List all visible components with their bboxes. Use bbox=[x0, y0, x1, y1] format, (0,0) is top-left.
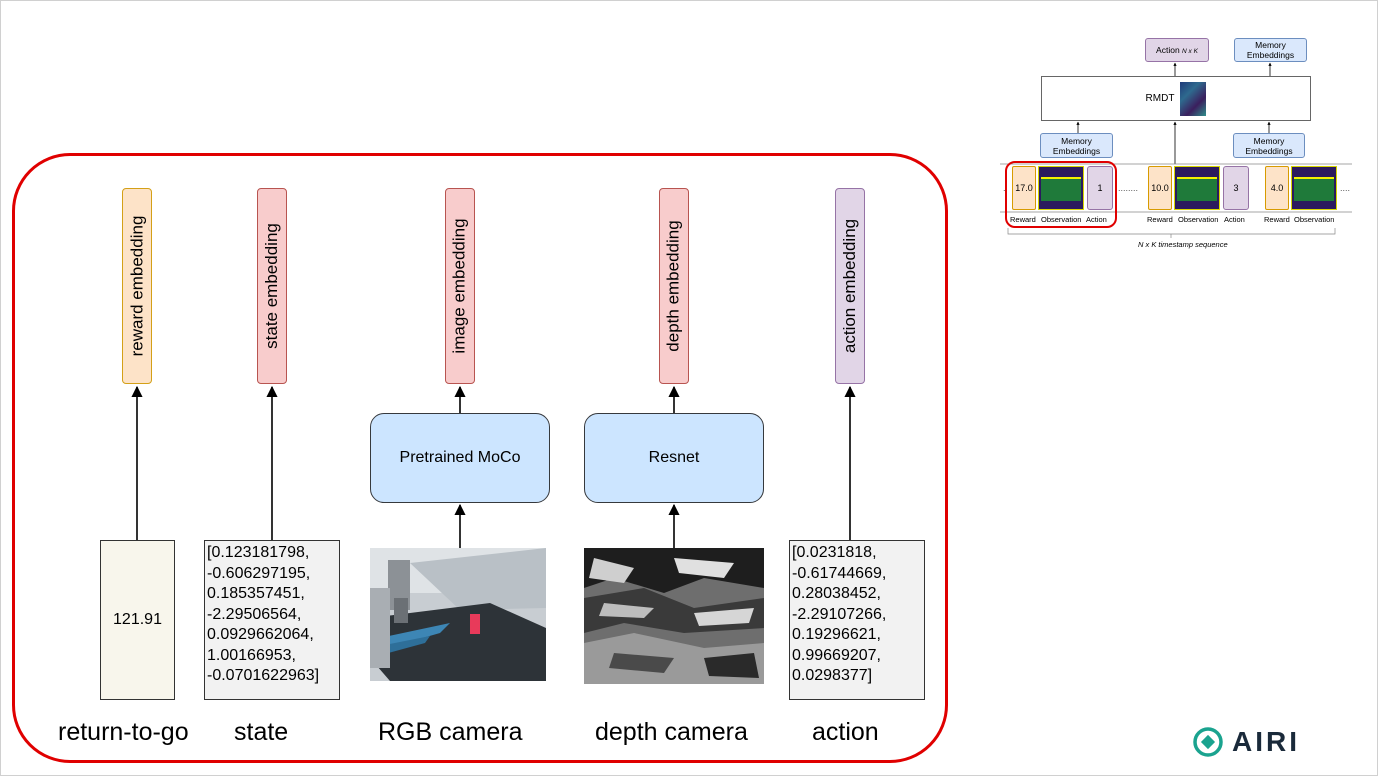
mini-action-output-sub: N x K bbox=[1182, 48, 1198, 55]
mini-token-label: Observation bbox=[1294, 215, 1335, 224]
mini-reward-token-2: 10.0 bbox=[1148, 166, 1172, 210]
mini-rmdt-block: RMDT bbox=[1041, 76, 1311, 121]
moco-encoder-box: Pretrained MoCo bbox=[370, 413, 550, 503]
svg-text:.: . bbox=[1003, 183, 1006, 193]
state-label: state bbox=[234, 718, 289, 746]
image-embedding: image embedding bbox=[445, 188, 475, 384]
mini-rmdt-heatmap-icon bbox=[1180, 81, 1207, 116]
mini-token-label: Reward bbox=[1010, 215, 1036, 224]
state-embedding-label: state embedding bbox=[262, 223, 282, 349]
mini-highlight-box bbox=[1005, 161, 1117, 228]
mini-action-token-1: 1 bbox=[1087, 166, 1113, 210]
mini-memory-output: Memory Embeddings bbox=[1234, 38, 1307, 62]
rgb-camera-label: RGB camera bbox=[378, 718, 523, 746]
reward-embedding-label: reward embedding bbox=[127, 215, 146, 357]
resnet-encoder-box: Resnet bbox=[584, 413, 764, 503]
return-to-go-value: 121.91 bbox=[113, 610, 162, 628]
mini-token-label: Reward bbox=[1264, 215, 1290, 224]
main-arrows bbox=[131, 385, 856, 548]
action-label: action bbox=[812, 718, 879, 746]
svg-text:....: .... bbox=[1340, 183, 1350, 193]
mini-sequence-label: N x K timestamp sequence bbox=[1138, 240, 1228, 249]
return-to-go-label: return-to-go bbox=[58, 718, 189, 746]
mini-action-output-label: Action bbox=[1156, 45, 1180, 55]
depth-camera-image bbox=[584, 548, 764, 684]
mini-reward-token-3: 4.0 bbox=[1265, 166, 1289, 210]
depth-camera-label: depth camera bbox=[595, 718, 748, 746]
depth-embedding-label: depth embedding bbox=[664, 220, 684, 352]
return-to-go-value-box: 121.91 bbox=[100, 540, 175, 700]
airi-logo-icon bbox=[1193, 727, 1223, 757]
mini-action-token-2: 3 bbox=[1223, 166, 1249, 210]
svg-text:........: ........ bbox=[1118, 183, 1138, 193]
airi-logo-text: AIRI bbox=[1232, 726, 1300, 757]
mini-ellipsis-dots: . ........ .... bbox=[1003, 183, 1350, 193]
mini-token-label: Reward bbox=[1147, 215, 1173, 224]
image-embedding-label: image embedding bbox=[450, 218, 469, 354]
mini-memory-input-left: Memory Embeddings bbox=[1040, 133, 1113, 158]
depth-embedding: depth embedding bbox=[659, 188, 689, 384]
mini-token-label: Observation bbox=[1041, 215, 1082, 224]
mini-observation-token-1 bbox=[1038, 166, 1084, 210]
action-values-box: [0.0231818, -0.61744669, 0.28038452, -2.… bbox=[789, 540, 925, 700]
mini-reward-token-1: 17.0 bbox=[1012, 166, 1036, 210]
action-embedding: action embedding bbox=[835, 188, 865, 384]
reward-embedding: reward embedding bbox=[122, 188, 152, 384]
mini-observation-token-2 bbox=[1174, 166, 1220, 210]
input-encoding-container bbox=[12, 153, 948, 763]
mini-token-label: Observation bbox=[1178, 215, 1219, 224]
rgb-camera-image bbox=[370, 548, 546, 681]
state-embedding: state embedding bbox=[257, 188, 287, 384]
mini-action-output: Action N x K bbox=[1145, 38, 1209, 62]
mini-observation-token-3 bbox=[1291, 166, 1337, 210]
mini-rmdt-label: RMDT bbox=[1145, 92, 1175, 104]
mini-token-label: Action bbox=[1086, 215, 1107, 224]
action-embedding-label: action embedding bbox=[840, 218, 859, 354]
state-values-box: [0.123181798, -0.606297195, 0.185357451,… bbox=[204, 540, 340, 700]
airi-logo: AIRI bbox=[1192, 726, 1300, 758]
mini-sequence-lines bbox=[1000, 163, 1352, 238]
mini-memory-input-right: Memory Embeddings bbox=[1233, 133, 1305, 158]
mini-arrows bbox=[1076, 62, 1272, 164]
mini-token-label: Action bbox=[1224, 215, 1245, 224]
